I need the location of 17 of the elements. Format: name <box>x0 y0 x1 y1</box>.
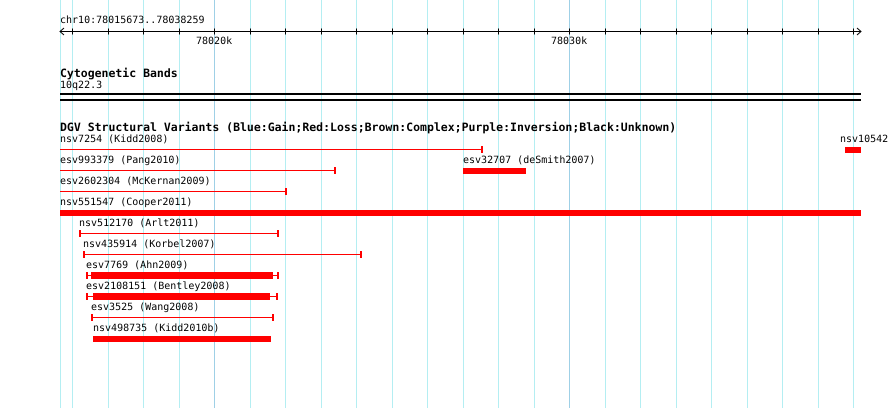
variant-label: esv2108151 (Bentley2008) <box>86 281 230 292</box>
variant-label: nsv512170 (Arlt2011) <box>79 218 200 229</box>
variant-label: nsv435914 (Korbel2007) <box>83 239 216 250</box>
variant-label: esv993379 (Pang2010) <box>60 155 180 166</box>
region-label: chr10:78015673..78038259 <box>60 15 204 26</box>
variant-label: nsv498735 (Kidd2010b) <box>93 323 220 334</box>
tick-label: 78030k <box>551 36 588 47</box>
variant-label: nsv7254 (Kidd2008) <box>60 134 168 145</box>
tick-label: 78020k <box>196 36 232 47</box>
track-title: DGV Structural Variants (Blue:Gain;Red:Loss;Brown:Complex;Purple:Inversion;Black:Unknown) <box>60 121 676 133</box>
variant-label: nsv551547 (Cooper2011) <box>60 197 192 208</box>
band-label: 10q22.3 <box>60 80 102 91</box>
variant-label: esv3525 (Wang2008) <box>91 302 200 313</box>
variant-label: esv32707 (deSmith2007) <box>463 155 596 166</box>
variant-label: esv7769 (Ahn2009) <box>86 260 188 271</box>
variant-label: esv2602304 (McKernan2009) <box>60 176 211 187</box>
variant-label: nsv10542 <box>840 134 888 145</box>
